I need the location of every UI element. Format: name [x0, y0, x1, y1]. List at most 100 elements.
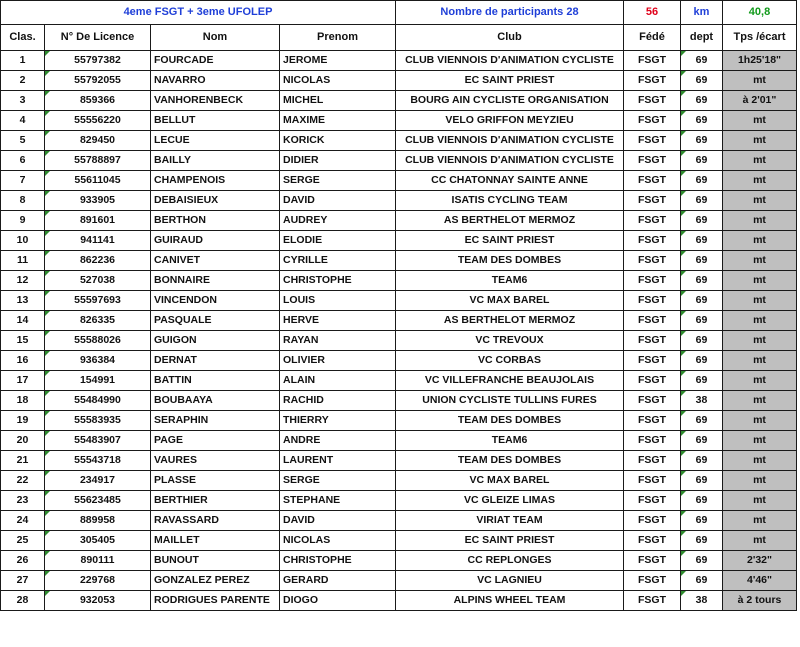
nom-cell[interactable]: CANIVET — [150, 250, 280, 271]
prenom-cell[interactable]: MICHEL — [279, 90, 396, 111]
time-cell[interactable]: mt — [722, 470, 797, 491]
dept-cell[interactable]: 69 — [680, 510, 723, 531]
dept-cell[interactable]: 69 — [680, 170, 723, 191]
time-cell[interactable]: à 2'01" — [722, 90, 797, 111]
time-cell[interactable]: mt — [722, 450, 797, 471]
fede-cell[interactable]: FSGT — [623, 170, 681, 191]
club-cell[interactable]: ALPINS WHEEL TEAM — [395, 590, 624, 611]
licence-cell[interactable]: 889958 — [44, 510, 151, 531]
licence-cell[interactable]: 55556220 — [44, 110, 151, 131]
time-cell[interactable]: mt — [722, 70, 797, 91]
rank-cell[interactable]: 6 — [0, 150, 45, 171]
nom-cell[interactable]: VAURES — [150, 450, 280, 471]
club-cell[interactable]: VC CORBAS — [395, 350, 624, 371]
rank-cell[interactable]: 21 — [0, 450, 45, 471]
licence-cell[interactable]: 859366 — [44, 90, 151, 111]
fede-cell[interactable]: FSGT — [623, 190, 681, 211]
licence-cell[interactable]: 932053 — [44, 590, 151, 611]
club-cell[interactable]: TEAM DES DOMBES — [395, 450, 624, 471]
column-header-fede[interactable]: Fédé — [623, 24, 681, 51]
race-title[interactable]: 4eme FSGT + 3eme UFOLEP — [0, 0, 396, 25]
fede-cell[interactable]: FSGT — [623, 470, 681, 491]
nom-cell[interactable]: RAVASSARD — [150, 510, 280, 531]
fede-cell[interactable]: FSGT — [623, 230, 681, 251]
prenom-cell[interactable]: LOUIS — [279, 290, 396, 311]
rank-cell[interactable]: 24 — [0, 510, 45, 531]
prenom-cell[interactable]: NICOLAS — [279, 530, 396, 551]
rank-cell[interactable]: 5 — [0, 130, 45, 151]
nom-cell[interactable]: VANHORENBECK — [150, 90, 280, 111]
dept-cell[interactable]: 69 — [680, 550, 723, 571]
prenom-cell[interactable]: ALAIN — [279, 370, 396, 391]
club-cell[interactable]: EC SAINT PRIEST — [395, 70, 624, 91]
licence-cell[interactable]: 933905 — [44, 190, 151, 211]
prenom-cell[interactable]: JEROME — [279, 50, 396, 71]
licence-cell[interactable]: 862236 — [44, 250, 151, 271]
time-cell[interactable]: mt — [722, 390, 797, 411]
time-cell[interactable]: à 2 tours — [722, 590, 797, 611]
licence-cell[interactable]: 527038 — [44, 270, 151, 291]
column-header-club[interactable]: Club — [395, 24, 624, 51]
rank-cell[interactable]: 27 — [0, 570, 45, 591]
prenom-cell[interactable]: DIDIER — [279, 150, 396, 171]
licence-cell[interactable]: 941141 — [44, 230, 151, 251]
rank-cell[interactable]: 14 — [0, 310, 45, 331]
licence-cell[interactable]: 891601 — [44, 210, 151, 231]
licence-cell[interactable]: 936384 — [44, 350, 151, 371]
licence-cell[interactable]: 55543718 — [44, 450, 151, 471]
time-cell[interactable]: mt — [722, 230, 797, 251]
time-cell[interactable]: mt — [722, 370, 797, 391]
time-cell[interactable]: mt — [722, 310, 797, 331]
time-cell[interactable]: mt — [722, 330, 797, 351]
nom-cell[interactable]: MAILLET — [150, 530, 280, 551]
nom-cell[interactable]: NAVARRO — [150, 70, 280, 91]
time-cell[interactable]: 4'46" — [722, 570, 797, 591]
nom-cell[interactable]: PLASSE — [150, 470, 280, 491]
rank-cell[interactable]: 15 — [0, 330, 45, 351]
fede-cell[interactable]: FSGT — [623, 150, 681, 171]
nom-cell[interactable]: BERTHON — [150, 210, 280, 231]
dept-cell[interactable]: 38 — [680, 590, 723, 611]
club-cell[interactable]: CLUB VIENNOIS D'ANIMATION CYCLISTE — [395, 150, 624, 171]
licence-cell[interactable]: 229768 — [44, 570, 151, 591]
time-cell[interactable]: mt — [722, 190, 797, 211]
nom-cell[interactable]: GUIRAUD — [150, 230, 280, 251]
column-header-dept[interactable]: dept — [680, 24, 723, 51]
time-cell[interactable]: mt — [722, 250, 797, 271]
prenom-cell[interactable]: SERGE — [279, 470, 396, 491]
club-cell[interactable]: VC LAGNIEU — [395, 570, 624, 591]
dept-cell[interactable]: 69 — [680, 150, 723, 171]
nom-cell[interactable]: BELLUT — [150, 110, 280, 131]
club-cell[interactable]: AS BERTHELOT MERMOZ — [395, 310, 624, 331]
time-cell[interactable]: mt — [722, 350, 797, 371]
club-cell[interactable]: EC SAINT PRIEST — [395, 230, 624, 251]
prenom-cell[interactable]: CYRILLE — [279, 250, 396, 271]
club-cell[interactable]: UNION CYCLISTE TULLINS FURES — [395, 390, 624, 411]
licence-cell[interactable]: 55597693 — [44, 290, 151, 311]
fede-cell[interactable]: FSGT — [623, 450, 681, 471]
dept-cell[interactable]: 38 — [680, 390, 723, 411]
club-cell[interactable]: TEAM DES DOMBES — [395, 250, 624, 271]
rank-cell[interactable]: 18 — [0, 390, 45, 411]
time-cell[interactable]: mt — [722, 430, 797, 451]
fede-cell[interactable]: FSGT — [623, 350, 681, 371]
club-cell[interactable]: VC MAX BAREL — [395, 290, 624, 311]
rank-cell[interactable]: 16 — [0, 350, 45, 371]
licence-cell[interactable]: 55483907 — [44, 430, 151, 451]
club-cell[interactable]: TEAM DES DOMBES — [395, 410, 624, 431]
dept-cell[interactable]: 69 — [680, 50, 723, 71]
prenom-cell[interactable]: KORICK — [279, 130, 396, 151]
prenom-cell[interactable]: RAYAN — [279, 330, 396, 351]
distance-value[interactable]: 56 — [623, 0, 681, 25]
prenom-cell[interactable]: DAVID — [279, 510, 396, 531]
time-cell[interactable]: mt — [722, 290, 797, 311]
prenom-cell[interactable]: SERGE — [279, 170, 396, 191]
dept-cell[interactable]: 69 — [680, 230, 723, 251]
club-cell[interactable]: VIRIAT TEAM — [395, 510, 624, 531]
column-header-temps[interactable]: Tps /écart — [722, 24, 797, 51]
nom-cell[interactable]: BUNOUT — [150, 550, 280, 571]
time-cell[interactable]: mt — [722, 210, 797, 231]
time-cell[interactable]: 1h25'18" — [722, 50, 797, 71]
fede-cell[interactable]: FSGT — [623, 550, 681, 571]
nom-cell[interactable]: BONNAIRE — [150, 270, 280, 291]
